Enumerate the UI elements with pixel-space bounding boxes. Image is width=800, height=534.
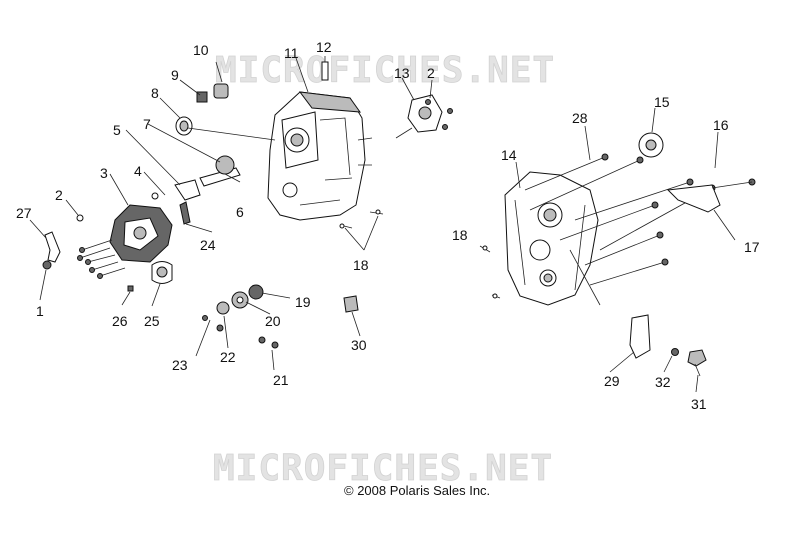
nut <box>42 260 52 270</box>
callout-2-left: 2 <box>55 187 63 203</box>
right-gearcase-cover <box>504 171 599 306</box>
callout-32: 32 <box>655 374 671 390</box>
callout-9: 9 <box>171 67 179 83</box>
watermark-bottom: MICROFICHES.NET <box>213 448 553 489</box>
copyright-notice: © 2008 Polaris Sales Inc. <box>344 483 490 498</box>
callout-5: 5 <box>113 122 121 138</box>
callout-15: 15 <box>654 94 670 110</box>
bushing <box>216 301 230 315</box>
callout-2-right: 2 <box>427 65 435 81</box>
callout-18-left: 18 <box>353 257 369 273</box>
callout-24: 24 <box>200 237 216 253</box>
plug <box>343 295 359 313</box>
link-arm <box>44 231 61 263</box>
callout-18-right: 18 <box>452 227 468 243</box>
callout-28: 28 <box>572 110 588 126</box>
nut-b <box>271 341 279 349</box>
callout-26: 26 <box>112 313 128 329</box>
callout-16: 16 <box>713 117 729 133</box>
watermark-top: MICROFICHES.NET <box>215 50 555 91</box>
callout-30: 30 <box>351 337 367 353</box>
gear <box>215 155 235 175</box>
breather-valve <box>687 349 707 367</box>
callout-12: 12 <box>316 39 332 55</box>
nut-a <box>258 336 266 344</box>
callout-13: 13 <box>394 65 410 81</box>
spring <box>179 201 191 225</box>
callout-14: 14 <box>501 147 517 163</box>
callout-7: 7 <box>143 116 151 132</box>
dowel-pin <box>321 61 329 81</box>
callout-11: 11 <box>284 45 299 61</box>
bearing <box>196 91 208 103</box>
drive-gear <box>248 284 264 300</box>
callout-3: 3 <box>100 165 108 181</box>
small-washer <box>127 285 134 292</box>
callout-20: 20 <box>265 313 281 329</box>
gearcase-housing <box>267 91 373 221</box>
callout-4: 4 <box>134 163 142 179</box>
callout-21: 21 <box>273 372 289 388</box>
callout-17: 17 <box>744 239 760 255</box>
cap <box>213 83 229 99</box>
shift-fork <box>174 179 201 201</box>
cover-plate <box>109 204 173 263</box>
callout-25: 25 <box>144 313 160 329</box>
callout-22: 22 <box>220 349 236 365</box>
callout-1: 1 <box>36 303 44 319</box>
callout-8: 8 <box>151 85 159 101</box>
washer <box>671 348 679 356</box>
callout-10: 10 <box>193 42 209 58</box>
screw <box>76 214 84 222</box>
callout-23: 23 <box>172 357 188 373</box>
callout-27: 27 <box>16 205 32 221</box>
mount-bracket <box>666 184 721 213</box>
callout-6: 6 <box>236 204 244 220</box>
support-bracket <box>629 314 651 359</box>
cover-bolts <box>77 239 126 279</box>
callout-29: 29 <box>604 373 620 389</box>
leader-lines <box>29 56 736 393</box>
callout-19: 19 <box>295 294 311 310</box>
callout-31: 31 <box>691 396 707 412</box>
